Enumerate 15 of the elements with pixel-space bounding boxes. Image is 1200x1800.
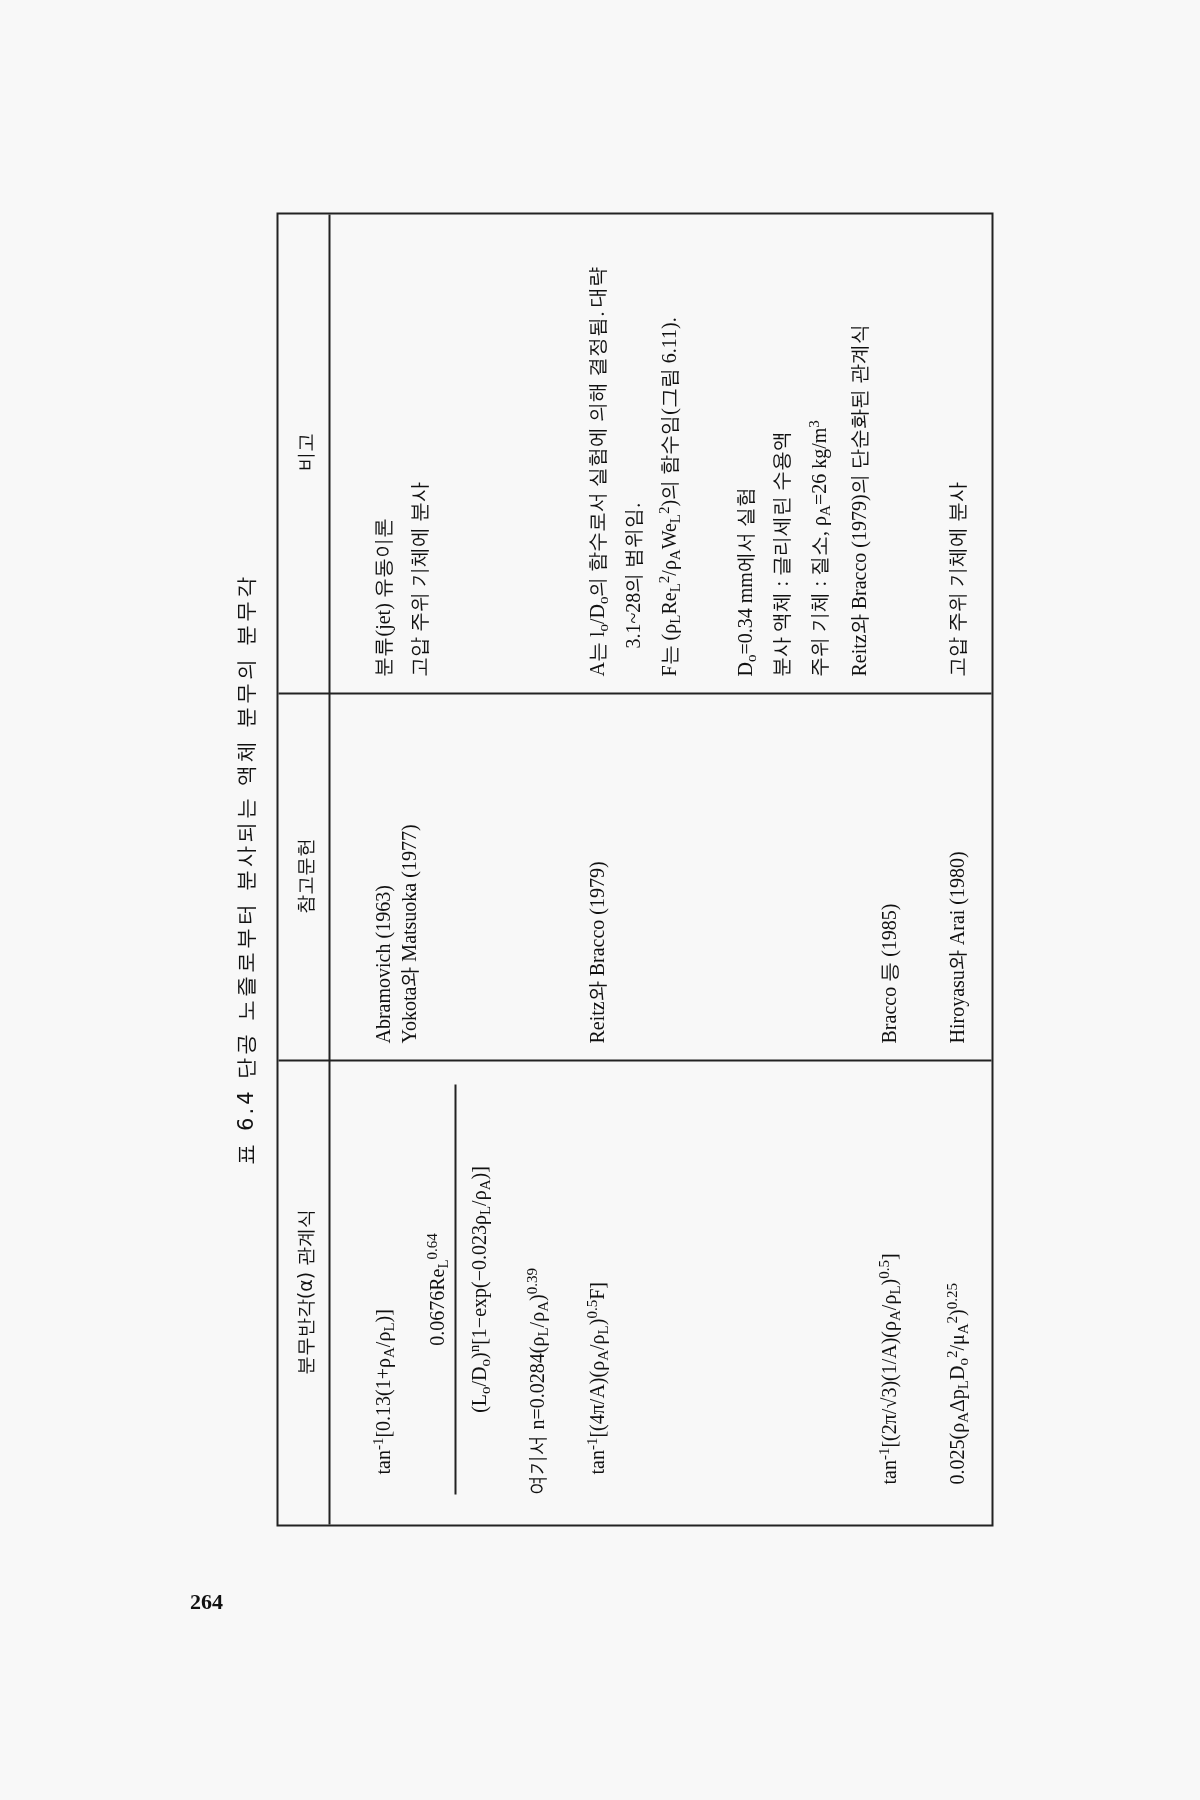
column-header: 비고: [292, 431, 317, 473]
column-header: 분무반각(α) 관계식: [292, 1207, 317, 1378]
column-header: 참고문헌: [292, 837, 317, 916]
remark-text: 고압 주위 기체에 분사: [944, 480, 969, 677]
remark-text: 고압 주위 기체에 분사: [406, 480, 431, 677]
reference-citation: Bracco 등 (1985): [876, 902, 902, 1044]
remark-text: 분류(jet) 유동이론: [370, 517, 396, 677]
page-number: 264: [190, 1588, 223, 1616]
reference-citation: Yokota와 Matsuoka (1977): [396, 823, 421, 1044]
table-title: 표 6.4 단공 노즐로부터 분사되는 액체 분무의 분무각: [232, 573, 259, 1167]
reference-citation: Reitz와 Bracco (1979): [584, 860, 609, 1044]
reference-citation: Hiroyasu와 Arai (1980): [944, 850, 970, 1044]
remark-text: 분사 액체 : 글리세린 수용액: [768, 429, 793, 677]
remark-text: Reitz와 Bracco (1979)의 단순화된 관계식: [846, 323, 871, 677]
reference-citation: Abramovich (1963): [370, 884, 396, 1044]
